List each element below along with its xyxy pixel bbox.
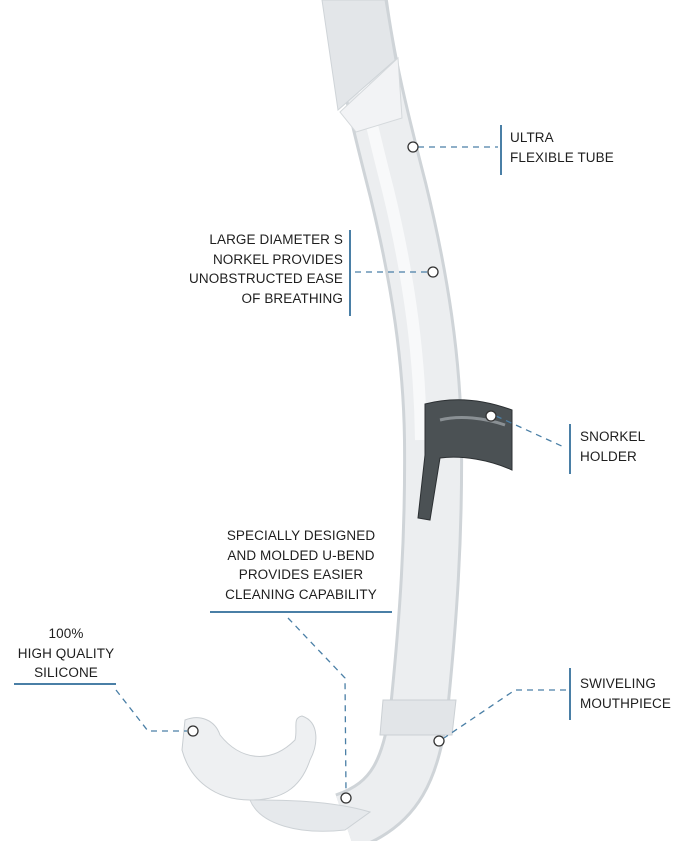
- callout-line: NORKEL PROVIDES: [212, 251, 343, 267]
- callout-silicone: 100% HIGH QUALITY SILICONE: [5, 624, 127, 683]
- callout-line: FLEXIBLE TUBE: [510, 149, 614, 165]
- callout-line: HIGH QUALITY: [17, 645, 115, 661]
- callout-line: PROVIDES EASIER: [238, 567, 364, 582]
- callout-dot: [187, 725, 199, 737]
- callout-dot: [485, 410, 497, 422]
- callout-line: OF BREATHING: [241, 290, 343, 306]
- mouthpiece: [181, 715, 317, 801]
- callout-dot: [427, 266, 439, 278]
- callout-line: UNOBSTRUCTED EASE: [189, 271, 343, 286]
- snorkel-holder-clip: [417, 399, 513, 521]
- callout-swiveling-mouthpiece: SWIVELING MOUTHPIECE: [580, 674, 671, 713]
- callout-line: SPECIALLY DESIGNED: [226, 528, 376, 543]
- callout-line: SILICONE: [34, 665, 98, 680]
- callout-line: ULTRA: [510, 130, 554, 145]
- callout-line: SWIVELING: [580, 676, 656, 691]
- callout-dot: [340, 792, 352, 804]
- callout-u-bend: SPECIALLY DESIGNED AND MOLDED U-BEND PRO…: [200, 526, 402, 604]
- callout-line: HOLDER: [580, 448, 637, 464]
- callout-dot: [433, 735, 445, 747]
- callout-large-diameter: LARGE DIAMETER S NORKEL PROVIDES UNOBSTR…: [189, 230, 343, 308]
- callout-line: MOUTHPIECE: [580, 695, 672, 711]
- callout-dot: [407, 141, 419, 153]
- callout-line: LARGE DIAMETER S: [209, 232, 343, 247]
- callout-line: 100%: [48, 626, 84, 641]
- callout-line: SNORKEL: [580, 429, 646, 444]
- callout-snorkel-holder: SNORKEL HOLDER: [580, 427, 645, 466]
- callout-line: CLEANING CAPABILITY: [225, 586, 377, 602]
- callout-ultra-flexible-tube: ULTRA FLEXIBLE TUBE: [510, 128, 614, 167]
- callout-line: AND MOLDED U-BEND: [227, 547, 375, 563]
